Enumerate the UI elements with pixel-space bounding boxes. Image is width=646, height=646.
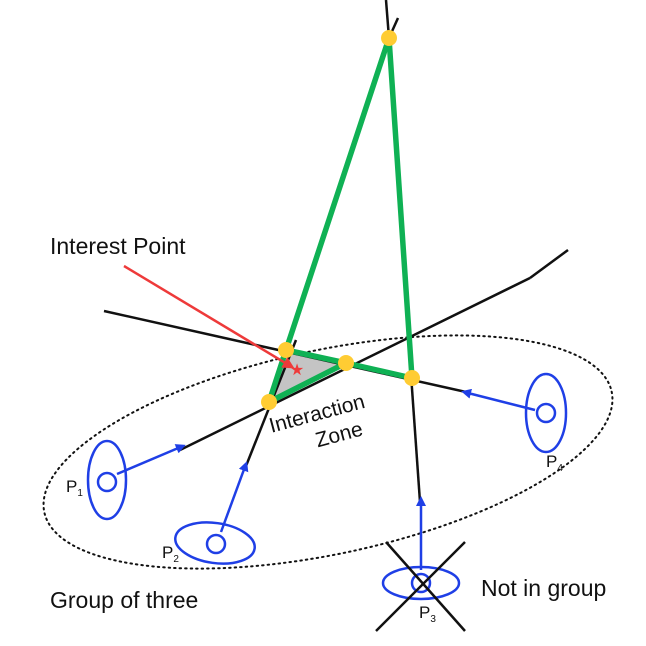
interaction-zone-label: Interaction Zone: [267, 390, 368, 452]
p3-label: P3: [419, 603, 436, 625]
group-of-three-label: Group of three: [50, 587, 198, 613]
person-p1: [86, 439, 186, 521]
p4-label: P4: [546, 452, 563, 474]
p1-label: P1: [66, 477, 83, 499]
interest-point-label: Interest Point: [50, 233, 186, 259]
p2-gaze-arrow: [219, 461, 249, 533]
p1-head: [96, 471, 118, 493]
p2-body: [174, 521, 256, 565]
vertex-left-bottom: [261, 394, 277, 410]
p1-gaze-arrow: [116, 444, 186, 476]
p1-body: [86, 439, 128, 521]
p3-head: [410, 572, 432, 594]
p4-head: [535, 402, 557, 424]
interest-point-star: ★: [290, 360, 304, 379]
group-ellipse: [42, 334, 614, 570]
vertex-middle: [338, 355, 354, 371]
vertex-apex: [381, 30, 397, 46]
p4-gaze-arrow: [461, 388, 536, 412]
person-p2: [174, 461, 256, 565]
person-p4: [461, 372, 568, 454]
p2-label: P2: [162, 543, 179, 565]
vertices: [261, 30, 420, 410]
interest-point-arrow: [123, 264, 295, 369]
person-p3: [381, 496, 461, 601]
line-from-p1-extension: [529, 248, 569, 280]
not-in-group-cross: [375, 541, 466, 632]
vertex-left-top: [278, 342, 294, 358]
vertex-right: [404, 370, 420, 386]
not-in-group-label: Not in group: [481, 575, 606, 601]
p2-head: [205, 533, 227, 555]
p4-body: [524, 372, 568, 454]
